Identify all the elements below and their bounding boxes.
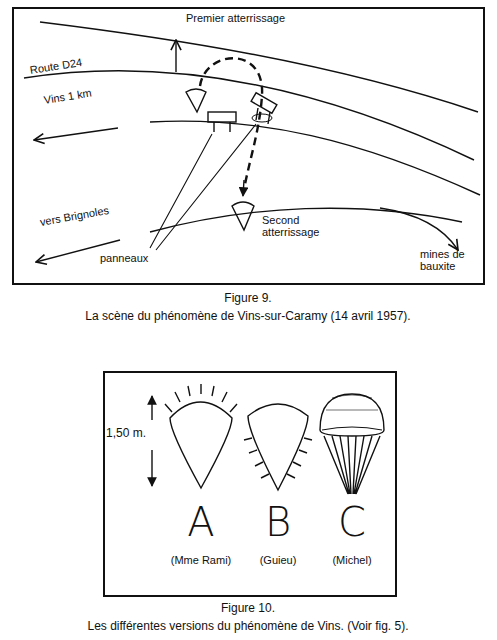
version-letter: A bbox=[187, 500, 214, 544]
object-version-b bbox=[248, 404, 308, 490]
road-edge bbox=[40, 22, 478, 112]
trajectory bbox=[200, 58, 262, 190]
sign bbox=[251, 93, 277, 114]
dimension-line bbox=[151, 450, 152, 486]
landing-object bbox=[186, 89, 206, 112]
object-version-c bbox=[320, 394, 384, 436]
trajectory-loop bbox=[252, 114, 272, 122]
witness-name: (Michel) bbox=[332, 554, 371, 566]
road-edge bbox=[24, 71, 474, 160]
trajectory-head bbox=[243, 180, 244, 196]
tentacles bbox=[324, 436, 380, 494]
version-letter: B bbox=[265, 500, 291, 544]
spikes bbox=[165, 384, 237, 412]
direction-label: Vins 1 km bbox=[43, 87, 92, 106]
direction-arrow bbox=[380, 208, 458, 250]
sign-post bbox=[214, 122, 230, 132]
dimension-line bbox=[151, 396, 152, 420]
landing-object bbox=[232, 202, 254, 230]
object-version-a bbox=[170, 402, 232, 488]
figure-number: Figure 9. bbox=[224, 292, 271, 305]
figure-frame bbox=[13, 8, 484, 284]
version-letter: C bbox=[338, 500, 366, 544]
direction-arrow bbox=[34, 128, 118, 140]
annotation: panneaux bbox=[100, 252, 148, 264]
dimension-label: 1,50 m. bbox=[106, 426, 146, 441]
up-arrow bbox=[175, 40, 176, 72]
annotation: Premier atterrissage bbox=[186, 12, 285, 24]
direction-label: vers Brignoles bbox=[39, 204, 110, 228]
sign bbox=[208, 112, 236, 122]
witness-name: (Guieu) bbox=[260, 554, 297, 566]
figure-number: Figure 10. bbox=[221, 602, 275, 615]
figure-caption: La scène du phénomène de Vins-sur-Caramy… bbox=[85, 310, 410, 323]
figure-frame bbox=[104, 372, 396, 596]
spikes bbox=[244, 438, 312, 478]
annotation: mines de bauxite bbox=[420, 248, 480, 272]
annotation: Second atterrissage bbox=[262, 214, 342, 238]
leader-line bbox=[150, 124, 256, 250]
figure-caption: Les différentes versions du phénomène de… bbox=[87, 620, 408, 633]
witness-name: (Mme Rami) bbox=[171, 554, 232, 566]
